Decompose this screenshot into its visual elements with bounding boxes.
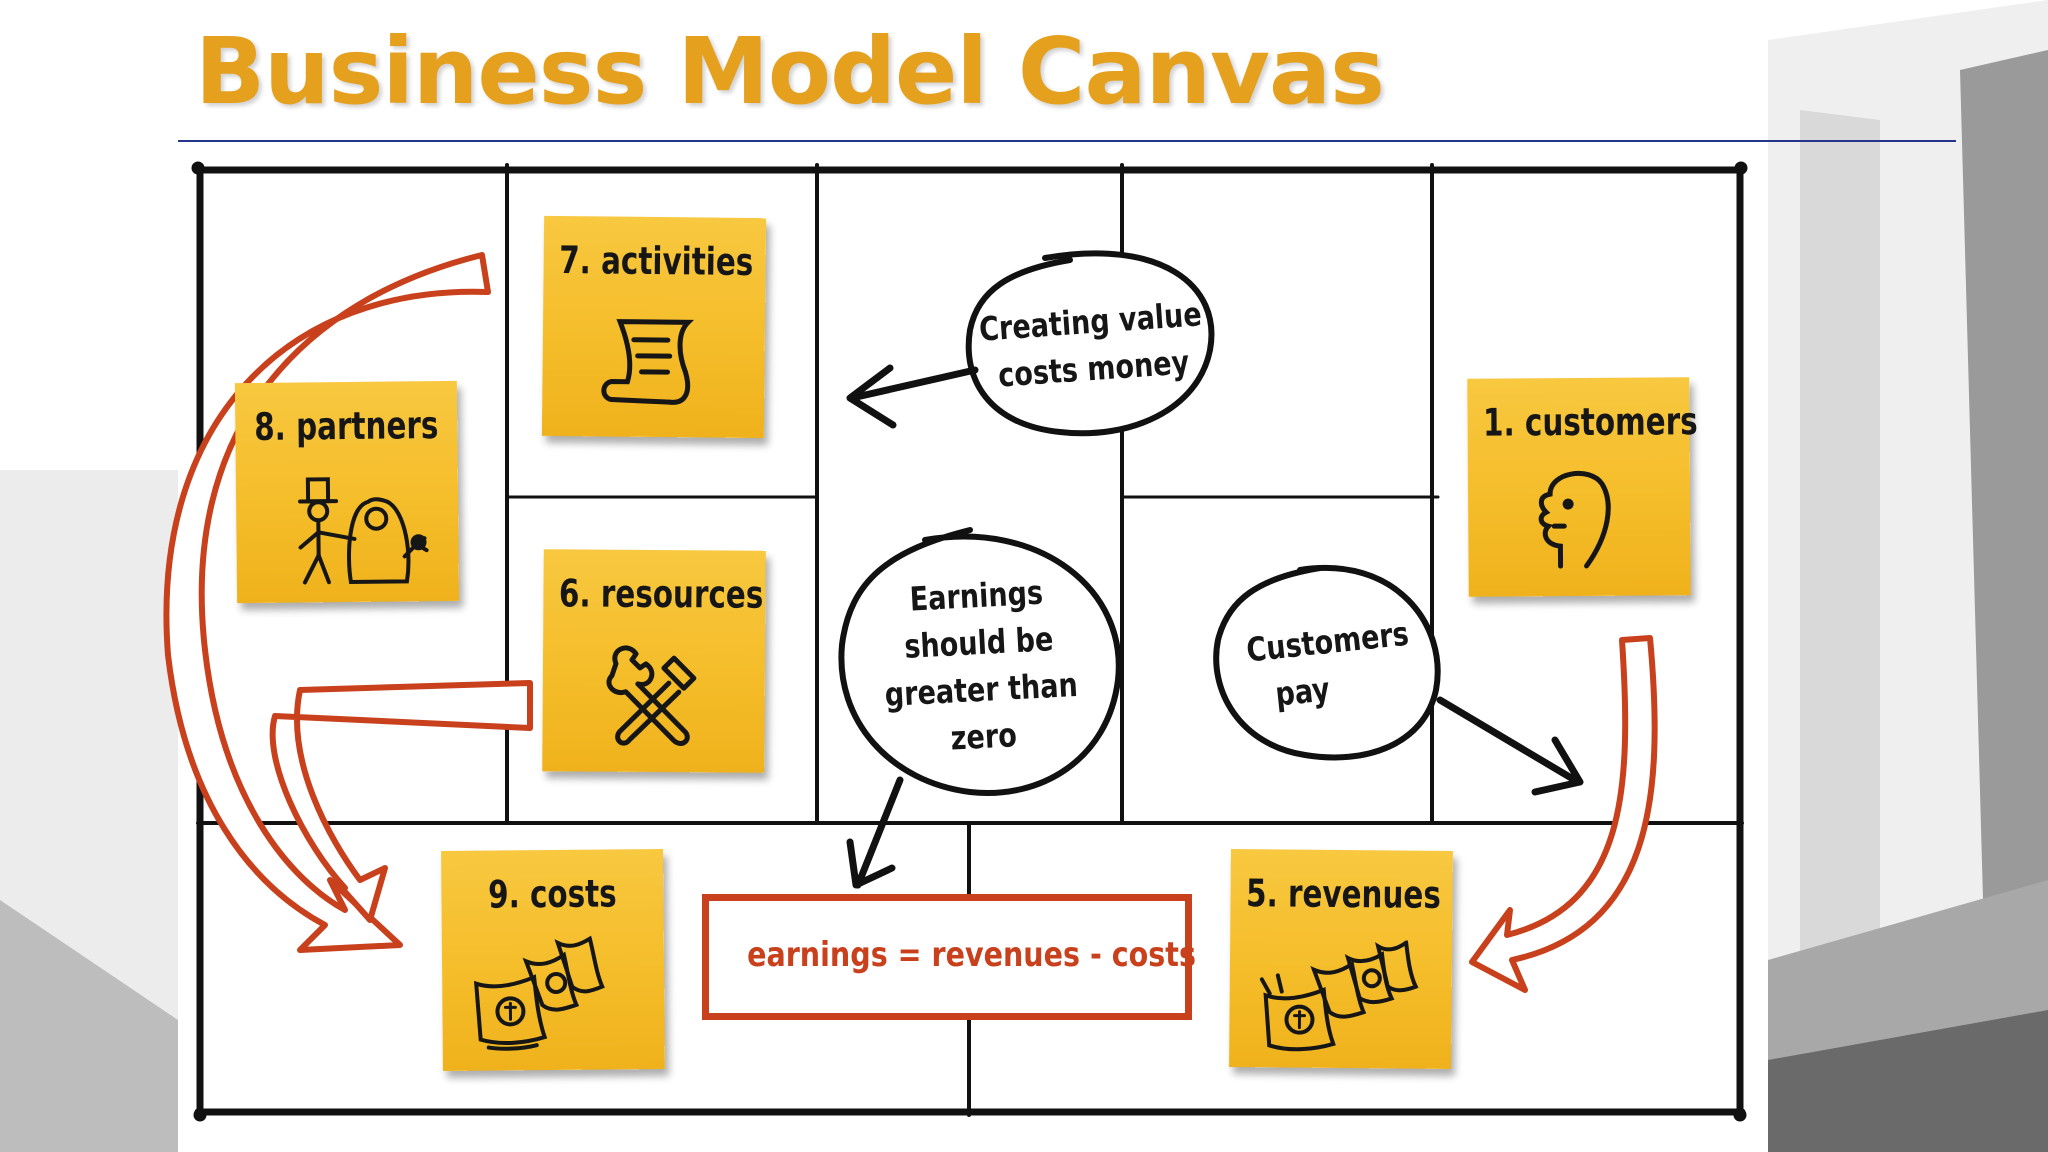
revenues-note: 5. revenues: [1229, 849, 1453, 1069]
customers-pay-to-revenues-arrow: [1436, 696, 1584, 796]
earnings-to-formula-arrow: [846, 776, 904, 889]
partners-label: 8. partners: [253, 403, 439, 449]
earnings-formula: earnings = revenues - costs: [747, 935, 1196, 975]
partners-note: 8. partners: [234, 380, 460, 604]
face-icon: [1538, 470, 1611, 569]
revenues-label: 5. revenues: [1245, 871, 1442, 917]
earnings-text: Earnings should be greater than zero: [865, 566, 1096, 765]
resources-label: 6. resources: [558, 571, 764, 617]
activities-label: 7. activities: [559, 238, 754, 285]
partners-to-costs-arrow: [163, 252, 491, 953]
couple-icon: [298, 477, 429, 585]
costs-note: 9. costs: [441, 849, 665, 1071]
earnings-bubble: [838, 527, 1122, 796]
flow-arrows: [163, 252, 1658, 993]
bubbles: [838, 250, 1441, 796]
value-to-activities-arrow: [846, 364, 979, 429]
earnings-formula-box: earnings = revenues - costs: [702, 894, 1196, 1020]
value-costs-text: Creating value costs money: [974, 290, 1210, 400]
title-underline: [178, 140, 1956, 142]
customers-note: 1. customers: [1467, 377, 1698, 597]
customers-label: 1. customers: [1482, 399, 1698, 445]
customers-pay-bubble: [1213, 565, 1441, 761]
page-title: Business Model Canvas: [195, 18, 1385, 125]
costs-label: 9. costs: [487, 871, 617, 917]
pointer-arrows: [846, 364, 1584, 889]
money-icon: [473, 935, 605, 1051]
resources-to-costs-arrow: [269, 680, 533, 923]
money-icon: [1259, 939, 1419, 1052]
scroll-icon: [601, 319, 695, 405]
canvas-grid: [191, 161, 1748, 1122]
activities-note: 7. activities: [541, 215, 767, 439]
customers-to-revenues-arrow: [1469, 635, 1658, 993]
tools-icon: [606, 645, 697, 746]
value-costs-bubble: [965, 250, 1215, 437]
resources-note: 6. resources: [542, 549, 766, 773]
